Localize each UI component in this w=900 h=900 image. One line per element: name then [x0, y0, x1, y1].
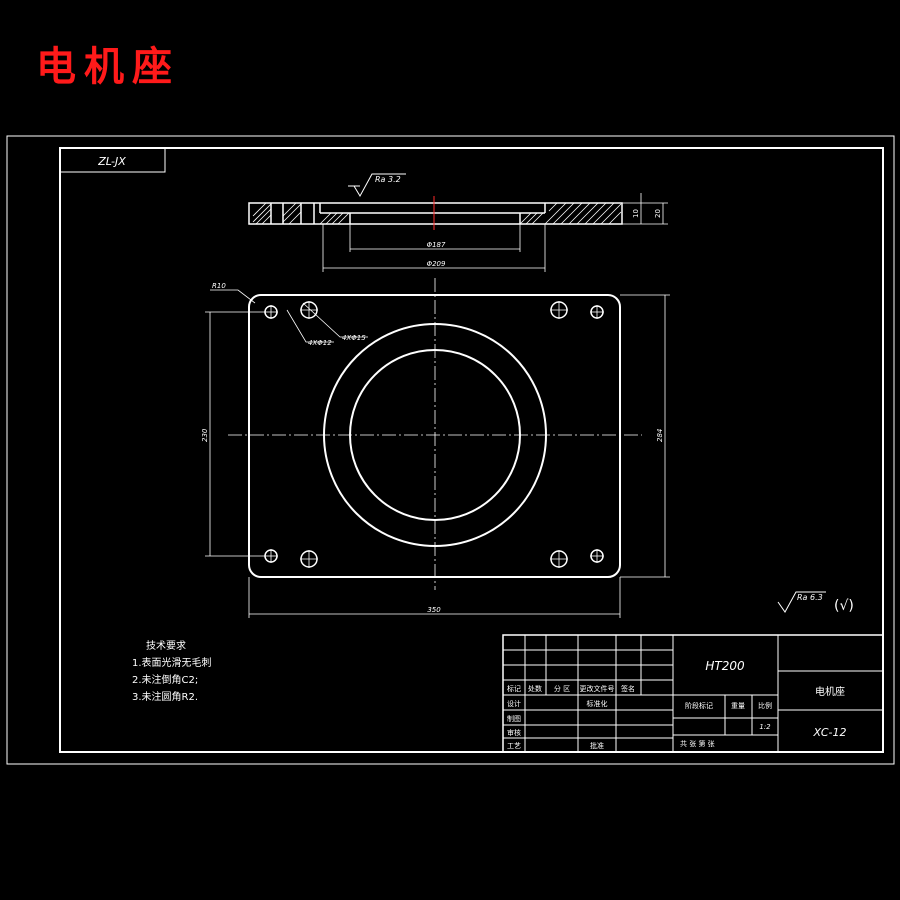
code-box — [59, 147, 166, 173]
code-box-text: ZL-JX — [97, 155, 126, 168]
roughness-symbol-general — [777, 591, 826, 613]
tech-req-item-3: 3.未注圆角R2. — [132, 692, 199, 703]
roughness-note-value: Ra 6.3 — [797, 593, 823, 602]
roughness-symbol-top — [348, 173, 406, 198]
tb-drawing-no: XC-12 — [813, 726, 847, 739]
tb-signature: 签名 — [621, 684, 635, 693]
hole-large-bl — [300, 550, 318, 568]
tb-stage-mark: 阶段标记 — [685, 701, 713, 710]
width-label: 350 — [427, 606, 441, 614]
vertical-dims — [205, 294, 670, 578]
tb-mark: 标记 — [507, 684, 521, 693]
roughness-top-label: Ra 3.2 — [375, 175, 401, 184]
tech-req-item-2: 2.未注倒角C2; — [132, 675, 199, 686]
height-outer-label: 284 — [656, 429, 664, 442]
inner-frame — [59, 147, 884, 753]
hole-large-tr — [550, 301, 568, 319]
tb-count: 处数 — [528, 684, 542, 693]
hole-large-br — [550, 550, 568, 568]
plate-outline — [248, 294, 621, 578]
tb-change-doc: 更改文件号 — [580, 684, 615, 693]
leader-lines — [210, 289, 368, 343]
tb-part-name: 电机座 — [815, 685, 845, 698]
radius-label: R10 — [212, 282, 226, 290]
section-hatching — [252, 202, 622, 225]
tb-sheets: 共 张 第 张 — [680, 739, 715, 748]
tb-scale-label: 比例 — [758, 701, 772, 710]
hole-small-tr — [590, 305, 604, 319]
tb-material: HT200 — [705, 659, 745, 673]
holes-small-label: 4XΦ12 — [308, 339, 332, 347]
title-block-labels: 标记 处数 分 区 更改文件号 签名 设计 标准化 制图 审核 工艺 批准 阶段… — [507, 684, 772, 750]
tb-process: 工艺 — [507, 742, 521, 750]
tech-req-title: 技术要求 — [146, 641, 186, 652]
tb-standardize: 标准化 — [587, 699, 608, 708]
hole-small-bl — [264, 549, 278, 563]
tb-draft: 制图 — [507, 714, 521, 723]
hole-small-tl — [264, 305, 278, 319]
hole-large-tl — [300, 301, 318, 319]
section-outline — [248, 202, 623, 225]
mounting-holes — [264, 301, 604, 568]
dia-outer-label: Φ209 — [427, 260, 446, 268]
section-view — [248, 202, 623, 225]
drawing-heading: 电机座 — [36, 43, 180, 90]
hole-small-br — [590, 549, 604, 563]
dia-inner-label: Φ187 — [427, 241, 446, 249]
thickness-label-2: 20 — [654, 209, 662, 218]
thickness-label-1: 10 — [632, 209, 640, 218]
tb-scale-value: 1:2 — [759, 723, 771, 731]
width-dim — [248, 577, 621, 618]
diameter-dims — [322, 224, 546, 272]
tech-req-item-1: 1.表面光滑无毛刺 — [132, 658, 212, 669]
thickness-dims — [622, 193, 668, 225]
title-block — [502, 634, 884, 753]
roughness-note-symbol: (√) — [834, 598, 854, 614]
technical-requirements: 技术要求 1.表面光滑无毛刺 2.未注倒角C2; 3.未注圆角R2. — [132, 638, 212, 706]
height-inner-label: 230 — [201, 428, 209, 442]
tb-weight: 重量 — [731, 702, 745, 710]
tb-zone: 分 区 — [554, 684, 570, 693]
tb-design: 设计 — [507, 699, 521, 708]
holes-large-label: 4XΦ15 — [342, 334, 366, 342]
outer-frame — [6, 135, 895, 765]
tb-review: 审核 — [507, 728, 521, 737]
tb-approve: 批准 — [590, 741, 604, 750]
